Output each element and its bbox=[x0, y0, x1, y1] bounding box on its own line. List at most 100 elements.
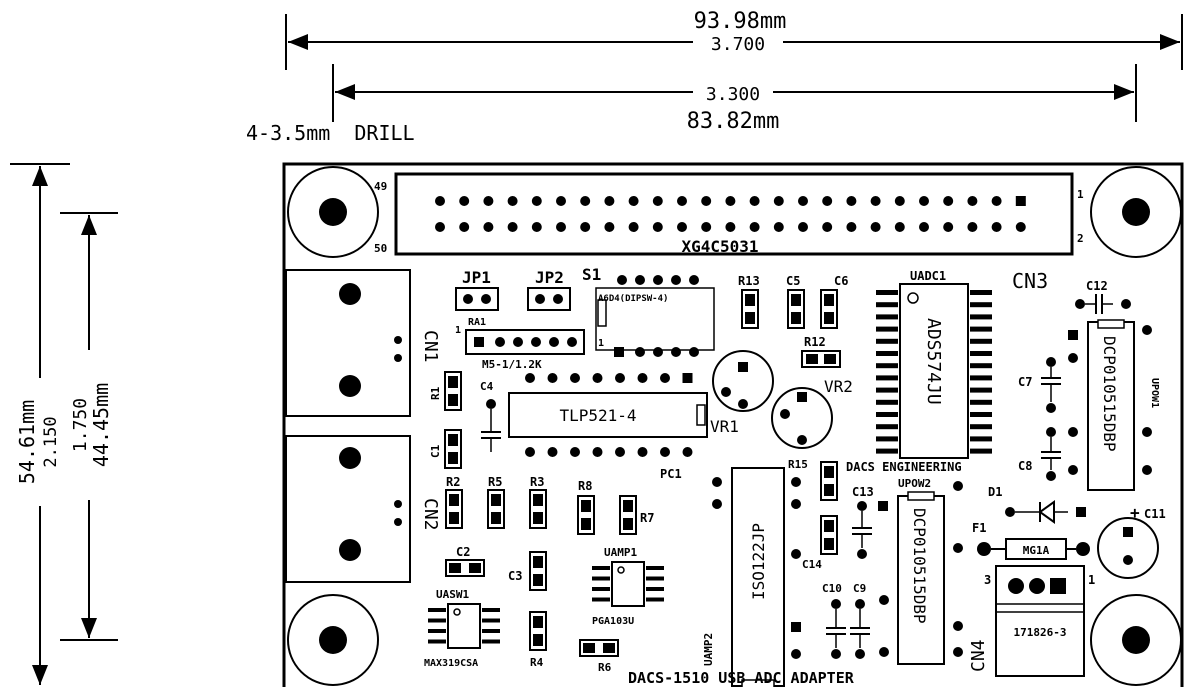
adc-lead bbox=[876, 436, 898, 442]
r12-label: R12 bbox=[804, 335, 826, 349]
soic-lead bbox=[482, 608, 500, 612]
cn3-pin bbox=[773, 196, 784, 206]
height-mm-label: 54.61mm bbox=[15, 400, 39, 484]
r15-label: R15 bbox=[788, 458, 808, 471]
c8: C8 bbox=[1018, 427, 1061, 481]
adc-lead bbox=[970, 363, 992, 369]
uamp2: ISO122JP UAMP2 bbox=[702, 467, 801, 689]
cn3-pin bbox=[798, 196, 808, 206]
adc-lead bbox=[970, 412, 992, 417]
s1-label: S1 bbox=[582, 265, 601, 284]
vr1: VR1 bbox=[710, 350, 774, 436]
soic-lead bbox=[646, 566, 664, 570]
adc-lead bbox=[876, 290, 898, 295]
adc-lead bbox=[970, 448, 992, 454]
adc-lead bbox=[970, 399, 992, 405]
soic-lead bbox=[428, 639, 446, 644]
cn3-pin bbox=[1015, 222, 1026, 232]
vr2-label: VR2 bbox=[824, 377, 853, 396]
tlp-pin bbox=[615, 447, 625, 457]
iso-label: ISO122JP bbox=[749, 523, 768, 600]
cn3-pin bbox=[580, 196, 591, 206]
cn3-ref-label: CN3 bbox=[1012, 269, 1048, 293]
jp2-label: JP2 bbox=[535, 268, 564, 287]
cn3-pin bbox=[435, 222, 445, 232]
height-in-label: 2.150 bbox=[41, 416, 61, 467]
vspan-in-label: 1.750 bbox=[70, 398, 91, 452]
cn1-label: CN1 bbox=[420, 330, 441, 363]
c3-label: C3 bbox=[508, 569, 522, 583]
cn3-pin bbox=[822, 222, 833, 232]
uasw1-pins bbox=[428, 608, 500, 644]
r13: R13 bbox=[738, 274, 760, 329]
cn3-pin bbox=[507, 196, 518, 206]
pga-label: PGA103U bbox=[592, 616, 634, 627]
f1-label: F1 bbox=[972, 521, 986, 535]
c14: C14 bbox=[802, 515, 838, 571]
r5: R5 bbox=[487, 475, 505, 529]
pc1-label: PC1 bbox=[660, 467, 682, 481]
jp1-label: JP1 bbox=[462, 268, 491, 287]
cn3-pin bbox=[701, 196, 712, 206]
r7: R7 bbox=[619, 495, 654, 535]
cn3-pin bbox=[483, 222, 494, 232]
cn3-pin bbox=[967, 222, 978, 232]
uamp1-label: UAMP1 bbox=[604, 546, 637, 559]
r15: R15 bbox=[788, 458, 838, 501]
cn3-pin bbox=[870, 222, 881, 232]
dcp1-label: DCP010515DBP bbox=[1100, 336, 1119, 452]
uadc1: UADC1 ADS574JU bbox=[876, 269, 992, 459]
c5: C5 bbox=[786, 274, 805, 329]
cn3-pin-square bbox=[1015, 196, 1026, 206]
c11-label: C11 bbox=[1144, 507, 1166, 521]
adc-left-pins bbox=[876, 290, 898, 454]
tlp-pin bbox=[525, 373, 535, 383]
fuse-label: MG1A bbox=[1023, 544, 1050, 557]
tlp-pin bbox=[592, 447, 603, 457]
r1-label: R1 bbox=[429, 386, 442, 400]
r2-label: R2 bbox=[446, 475, 460, 489]
jp1: JP1 bbox=[455, 268, 499, 311]
cn3-pin bbox=[991, 196, 1002, 206]
adc-lead bbox=[876, 399, 898, 405]
cn3-pin bbox=[967, 196, 978, 206]
cn3-pin bbox=[749, 222, 760, 232]
c11: + C11 bbox=[1097, 503, 1166, 579]
r6-label: R6 bbox=[598, 661, 612, 674]
cn3-pin bbox=[991, 222, 1002, 232]
r1: R1 bbox=[429, 371, 462, 411]
soic-lead bbox=[428, 629, 446, 633]
adc-lead bbox=[970, 338, 992, 344]
c10-label: C10 bbox=[822, 582, 842, 595]
soic-lead bbox=[428, 618, 446, 623]
mounting-hole-br bbox=[1090, 594, 1182, 686]
r7-label: R7 bbox=[640, 511, 654, 525]
cn3-pin bbox=[919, 196, 929, 206]
c1: C1 bbox=[429, 429, 462, 469]
tlp-pin bbox=[637, 373, 648, 383]
ra1-value-label: M5-1/1.2K bbox=[482, 358, 542, 371]
c3: C3 bbox=[508, 551, 547, 591]
soic-lead bbox=[646, 597, 664, 602]
vspan-label: 1.75044.45mm bbox=[70, 383, 113, 467]
cn4-pin3-label: 3 bbox=[984, 573, 991, 587]
adc-lead bbox=[876, 314, 898, 320]
cn3-pin bbox=[677, 222, 687, 232]
cn3-pin50-label: 50 bbox=[374, 242, 387, 255]
cn3-pin bbox=[483, 196, 494, 206]
soic-lead bbox=[482, 629, 500, 633]
c7: C7 bbox=[1018, 357, 1061, 413]
tlp-top-pins bbox=[525, 373, 693, 383]
cn3-pin bbox=[628, 196, 639, 206]
cn3-pin bbox=[556, 196, 566, 206]
cn3-pin bbox=[943, 222, 954, 232]
cn3-pin bbox=[604, 222, 615, 232]
mounting-hole-bl bbox=[287, 594, 379, 686]
adc-lead bbox=[970, 375, 992, 381]
cn3-pin bbox=[846, 222, 857, 232]
adc-lead bbox=[970, 351, 992, 356]
tlp-pin bbox=[570, 373, 580, 383]
tlp-pin bbox=[547, 373, 558, 383]
tlp-pin bbox=[525, 447, 535, 457]
adc-lead bbox=[876, 302, 898, 308]
